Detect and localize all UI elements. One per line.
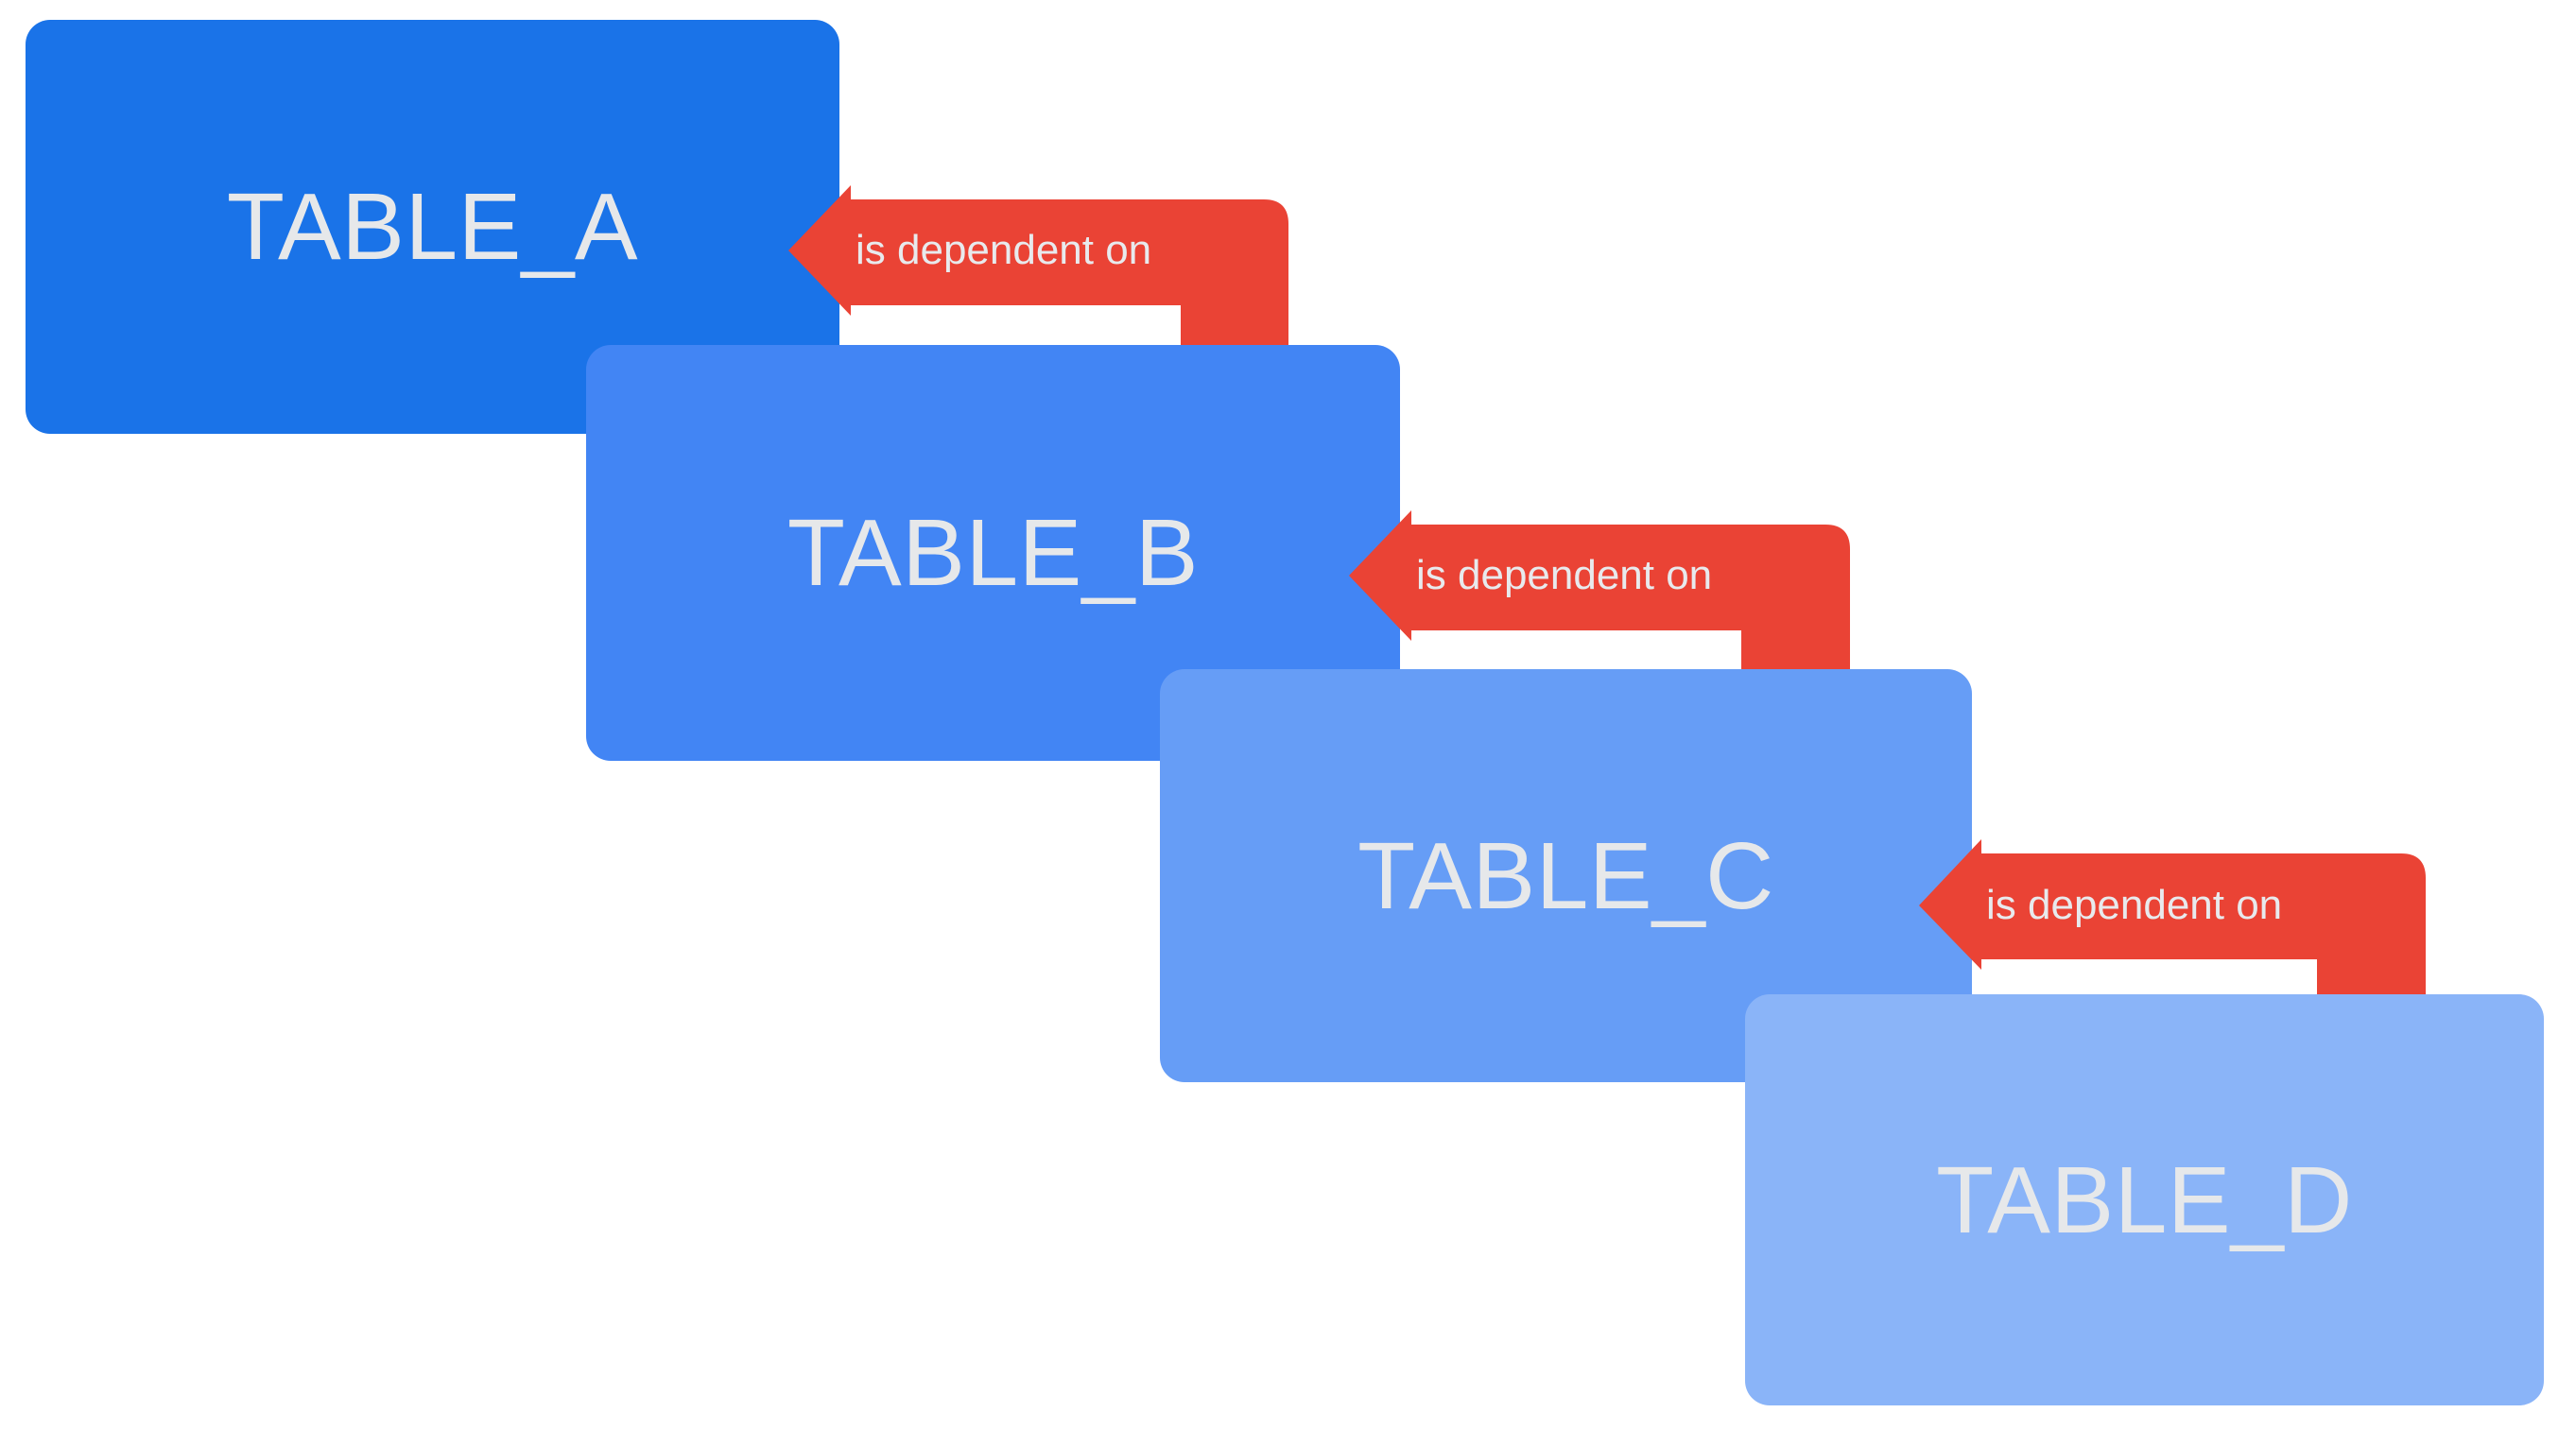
node-table-d[interactable]: TABLE_D — [1745, 994, 2544, 1405]
node-table-a[interactable]: TABLE_A — [26, 20, 839, 434]
node-label: TABLE_A — [226, 174, 639, 280]
node-label: TABLE_C — [1357, 822, 1774, 929]
arrow-left-icon — [1919, 839, 2426, 1011]
arrow-left-icon — [1349, 510, 1850, 684]
edge-label: is dependent on — [1986, 882, 2283, 928]
node-label: TABLE_D — [1936, 1146, 2353, 1253]
edge-label: is dependent on — [856, 227, 1152, 273]
edge-label: is dependent on — [1416, 552, 1713, 598]
arrow-left-icon — [788, 185, 1288, 359]
node-label: TABLE_B — [787, 500, 1200, 606]
